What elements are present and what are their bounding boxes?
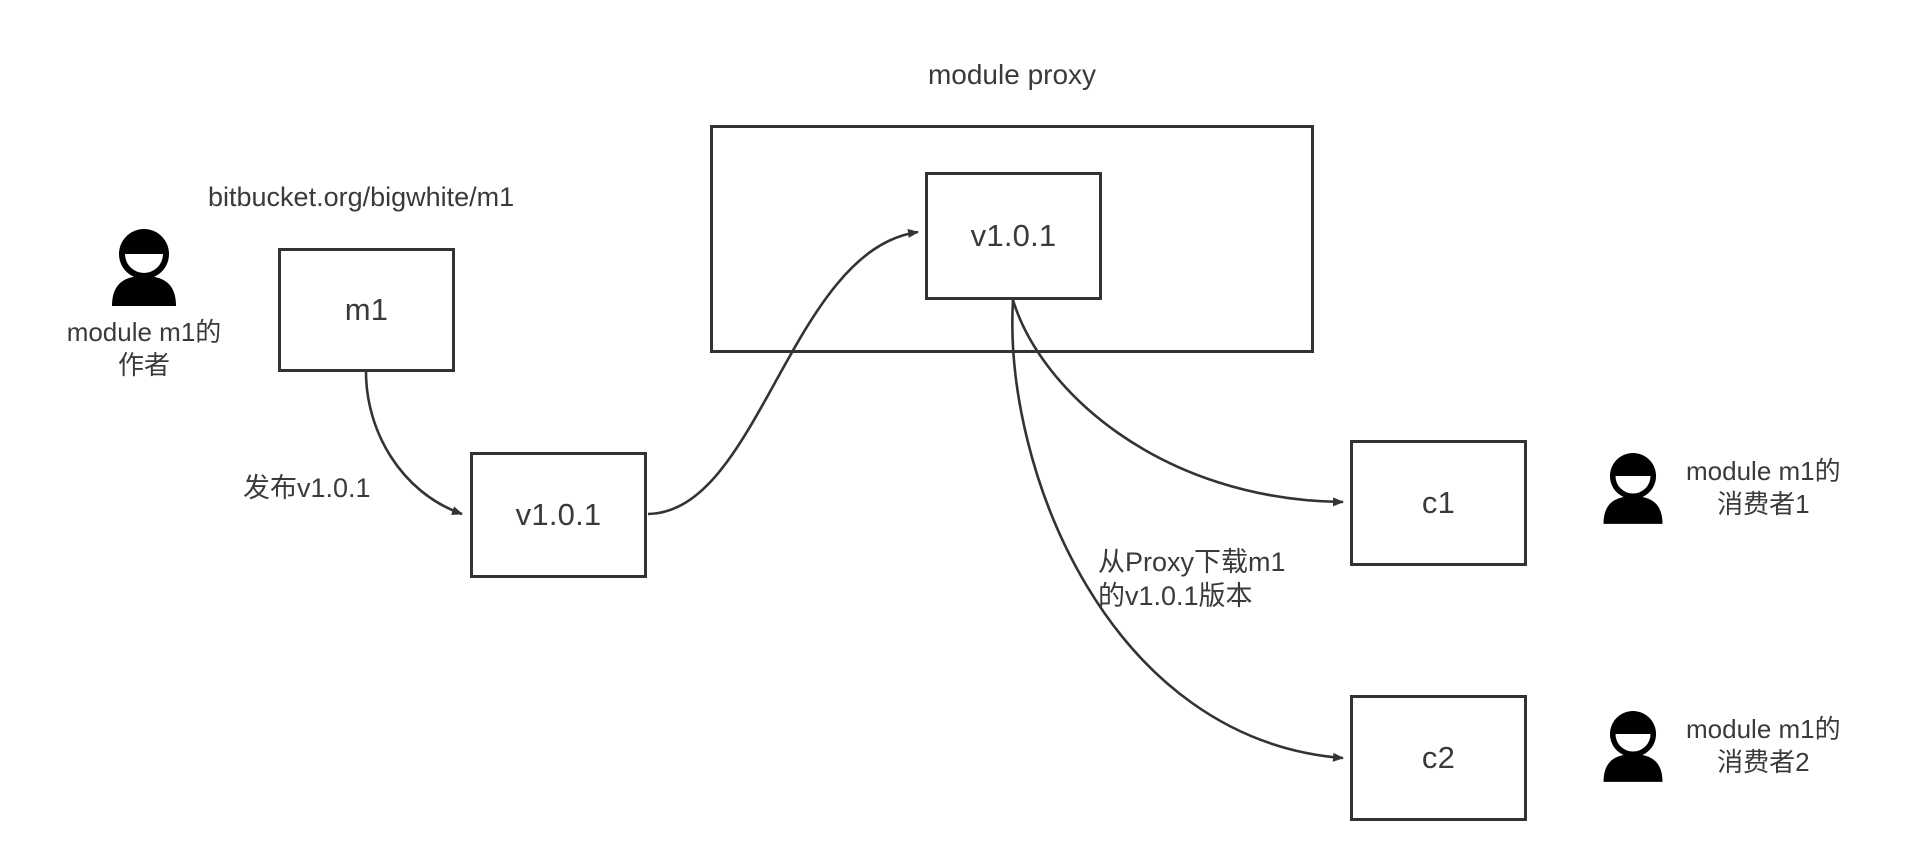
actor-author-line2: 作者 bbox=[117, 350, 170, 380]
edge-proxy-to-c1 bbox=[1011, 299, 1344, 507]
module-proxy-container bbox=[710, 125, 1314, 353]
actor-author-label: module m1的作者 bbox=[67, 316, 222, 382]
edge-proxy-to-c2 bbox=[1011, 299, 1344, 762]
actor-consumer2-line1: module m1的 bbox=[1686, 714, 1841, 744]
edge-publish bbox=[364, 371, 463, 516]
actor-author-line1: module m1的 bbox=[66, 317, 222, 347]
actor-consumer1-label: module m1的消费者1 bbox=[1686, 455, 1841, 521]
edge-upload-to-proxy bbox=[647, 228, 919, 516]
actor-consumer2-label: module m1的消费者2 bbox=[1686, 713, 1841, 779]
node-consumer-c2[interactable]: c2 bbox=[1350, 695, 1527, 821]
module-proxy-title: module proxy bbox=[927, 59, 1097, 90]
edge-label-publish: 发布v1.0.1 bbox=[243, 473, 371, 503]
person-icon bbox=[1603, 711, 1663, 782]
node-published-version[interactable]: v1.0.1 bbox=[470, 452, 647, 578]
node-proxy-version[interactable]: v1.0.1 bbox=[925, 172, 1102, 300]
node-consumer-c1[interactable]: c1 bbox=[1350, 440, 1527, 566]
actor-author: module m1的作者 bbox=[48, 228, 240, 382]
person-icon bbox=[112, 229, 176, 306]
edge-label-download-line2: 的v1.0.1版本 bbox=[1098, 581, 1253, 611]
actor-consumer1-line2: 消费者1 bbox=[1717, 489, 1810, 519]
edge-label-download-line1: 从Proxy下载m1 bbox=[1098, 547, 1286, 577]
node-m1[interactable]: m1 bbox=[278, 248, 455, 372]
actor-consumer2-line2: 消费者2 bbox=[1717, 747, 1810, 777]
actor-consumer1-line1: module m1的 bbox=[1686, 456, 1841, 486]
actor-consumer1: module m1的消费者1 bbox=[1598, 452, 1841, 524]
actor-consumer2: module m1的消费者2 bbox=[1598, 710, 1841, 782]
repo-url-label: bitbucket.org/bigwhite/m1 bbox=[208, 182, 515, 212]
person-icon bbox=[1603, 453, 1663, 524]
edge-label-download: 从Proxy下载m1 的v1.0.1版本 bbox=[1098, 545, 1286, 613]
